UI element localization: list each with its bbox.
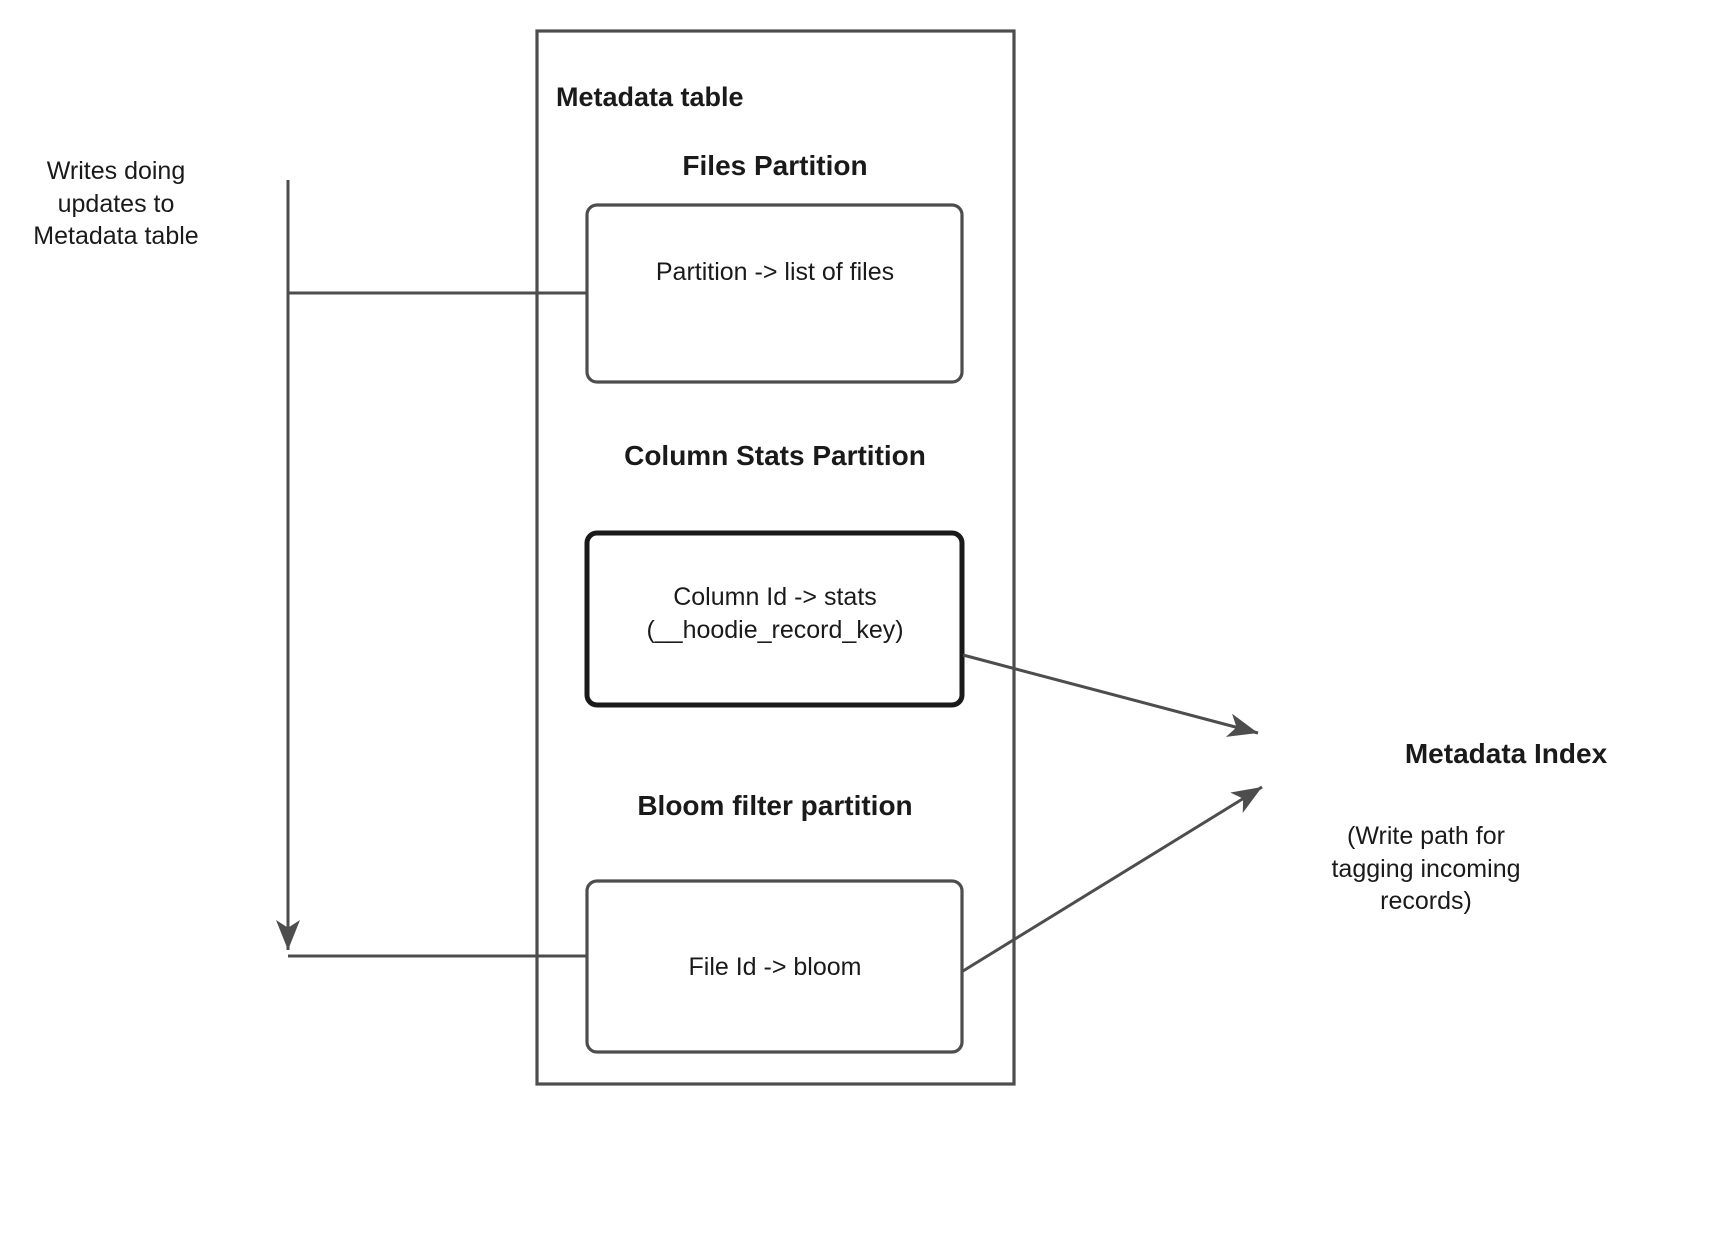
- bloom-to-metadata-index-arrow: [962, 785, 1263, 973]
- column-stats-partition-box: [584, 530, 965, 708]
- column-stats-partition-heading: Column Stats Partition: [624, 440, 926, 471]
- bloom-filter-partition-box: [585, 879, 964, 1054]
- metadata-table-container: [535, 29, 1016, 1086]
- metadata-index-caption: (Write path for tagging incoming records…: [1331, 822, 1521, 915]
- files-partition-box-text: Partition -> list of files: [655, 258, 895, 286]
- metadata-index-label: Metadata Index: [1404, 738, 1608, 769]
- files-partition-box: [585, 203, 964, 384]
- metadata-table-title: Metadata table: [556, 82, 744, 112]
- files-partition-heading: Files Partition: [682, 150, 868, 181]
- column-stats-partition-box-text: Column Id -> stats (__hoodie_record_key): [646, 583, 904, 644]
- column-stats-to-metadata-index-arrow: [962, 653, 1259, 737]
- writes-annotation-label: Writes doing updates to Metadata table: [33, 157, 199, 250]
- bloom-filter-partition-box-text: File Id -> bloom: [688, 953, 862, 981]
- bloom-filter-partition-heading: Bloom filter partition: [637, 790, 913, 821]
